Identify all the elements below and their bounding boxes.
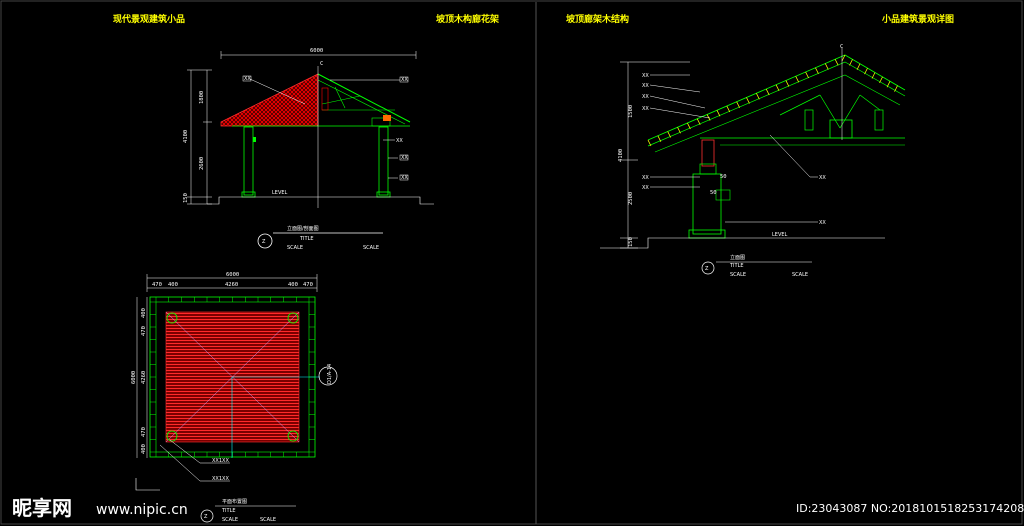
dim-150: 150: [183, 193, 189, 203]
overall-width-dim: 6000: [310, 48, 323, 54]
title-top-right-a: 坡顶廊架木结构: [566, 13, 629, 25]
title-top-right-b: 小品建筑景观详图: [881, 13, 954, 25]
rdim-150: 150: [628, 237, 634, 247]
plan-column-1: [166, 312, 178, 324]
plan-column-4: [287, 430, 299, 442]
dim-4100: 4100: [183, 130, 189, 143]
tag-left-5: XX: [401, 175, 408, 181]
right-column: [692, 173, 722, 235]
plan-top-dim-2: 400: [168, 282, 178, 288]
rtag-5: XX: [642, 175, 649, 181]
section-mark: D1/A-14: [327, 364, 333, 384]
plan-left-dim-1: 400: [141, 308, 147, 318]
watermark-url: www.nipic.cn: [96, 502, 188, 518]
rdim-1500: 1500: [628, 105, 634, 118]
tag-left-1: XX: [244, 76, 251, 82]
caption-circle: [257, 233, 273, 249]
right-caption-circle: [701, 261, 715, 275]
plan-left-dim-6: 400: [141, 444, 147, 454]
dim-2600: 2600: [199, 157, 205, 170]
plan-column-3: [166, 430, 178, 442]
caption-title: 立面图/剖面图: [287, 225, 319, 232]
rtag-6: XX: [642, 185, 649, 191]
right-caption-sub: TITLE: [729, 263, 744, 269]
plan-top-dim-5: 470: [303, 282, 313, 288]
roof-hatch-left: [220, 73, 319, 127]
rtag-3: XX: [642, 94, 649, 100]
title-top-left-b: 坡顶木构廊花架: [436, 13, 499, 25]
dim-1800: 1800: [199, 91, 205, 104]
plan-leader-2: XX1XX: [212, 476, 229, 482]
caption-scale-a: SCALE: [287, 245, 303, 251]
roof-tiles: [647, 54, 898, 147]
watermark-logo: 昵享网: [12, 496, 72, 520]
plan-leader-1: XX1XX: [212, 458, 229, 464]
rtag-1: XX: [642, 73, 649, 79]
right-center-mark: C: [840, 44, 843, 50]
caption-sub: TITLE: [299, 236, 314, 242]
level-label: LEVEL: [272, 190, 288, 196]
right-caption-title: 立面图: [730, 254, 745, 261]
right-caption-scale-b: SCALE: [792, 272, 808, 278]
small-dim-1: 50: [720, 174, 727, 180]
tag-left-3: XX: [396, 138, 403, 144]
rtag-2: XX: [642, 83, 649, 89]
rtag-4: XX: [642, 106, 649, 112]
elevation-right: 1500 4100 2500 150 LEVEL C 50 50: [600, 44, 906, 278]
plan-caption-title: 平面布置图: [222, 498, 247, 505]
plan-caption-sub: TITLE: [221, 508, 236, 514]
title-top-left-a: 现代景观建筑小品: [113, 13, 185, 25]
right-caption-scale-a: SCALE: [730, 272, 746, 278]
plan-caption-scale-a: SCALE: [222, 517, 238, 523]
ground-line: [207, 196, 434, 205]
plan-top-dim-1: 470: [152, 282, 162, 288]
plan-caption-circle: [200, 509, 214, 523]
plan-top-dim-3: 4260: [225, 282, 238, 288]
elevation-left: 6000 1800 4100 2600 150 LEVEL: [183, 48, 434, 251]
right-level-label: LEVEL: [772, 232, 788, 238]
column-right: [378, 126, 389, 196]
column-left: [243, 126, 254, 196]
tag-left-4: XX: [401, 155, 408, 161]
rdim-4100: 4100: [618, 149, 624, 162]
plan-caption-scale-b: SCALE: [260, 517, 276, 523]
plan-overall-dim: 6000: [226, 272, 239, 278]
plan-caption-circle-mark: Z: [204, 514, 208, 520]
plan-rafter-ticks: [150, 297, 315, 457]
center-mark: C: [320, 61, 323, 67]
small-dim-2: 50: [710, 190, 717, 196]
plan-left-dim-5: 470: [141, 427, 147, 437]
right-caption-circle-mark: Z: [705, 266, 709, 272]
right-ground-line: [600, 237, 885, 249]
caption-scale-b: SCALE: [363, 245, 379, 251]
plan-left-dim-2: 470: [141, 326, 147, 336]
rtag-right-2: XX: [819, 220, 826, 226]
section-mark-circle: [318, 366, 338, 386]
rtag-right-1: XX: [819, 175, 826, 181]
plan-column-2: [287, 312, 299, 324]
tag-left-2: XX: [401, 77, 408, 83]
plan-top-dim-4: 400: [288, 282, 298, 288]
watermark-id: ID:23043087 NO:20181015182531742087: [796, 502, 1024, 515]
plan-view: 6000 470 400 4260 400 470 400 470 6000 4…: [131, 272, 338, 523]
rdim-2500: 2500: [628, 192, 634, 205]
plan-left-dim-3: 6000: [131, 371, 137, 384]
caption-circle-mark: Z: [262, 239, 266, 245]
plan-left-dim-4: 4260: [141, 371, 147, 384]
